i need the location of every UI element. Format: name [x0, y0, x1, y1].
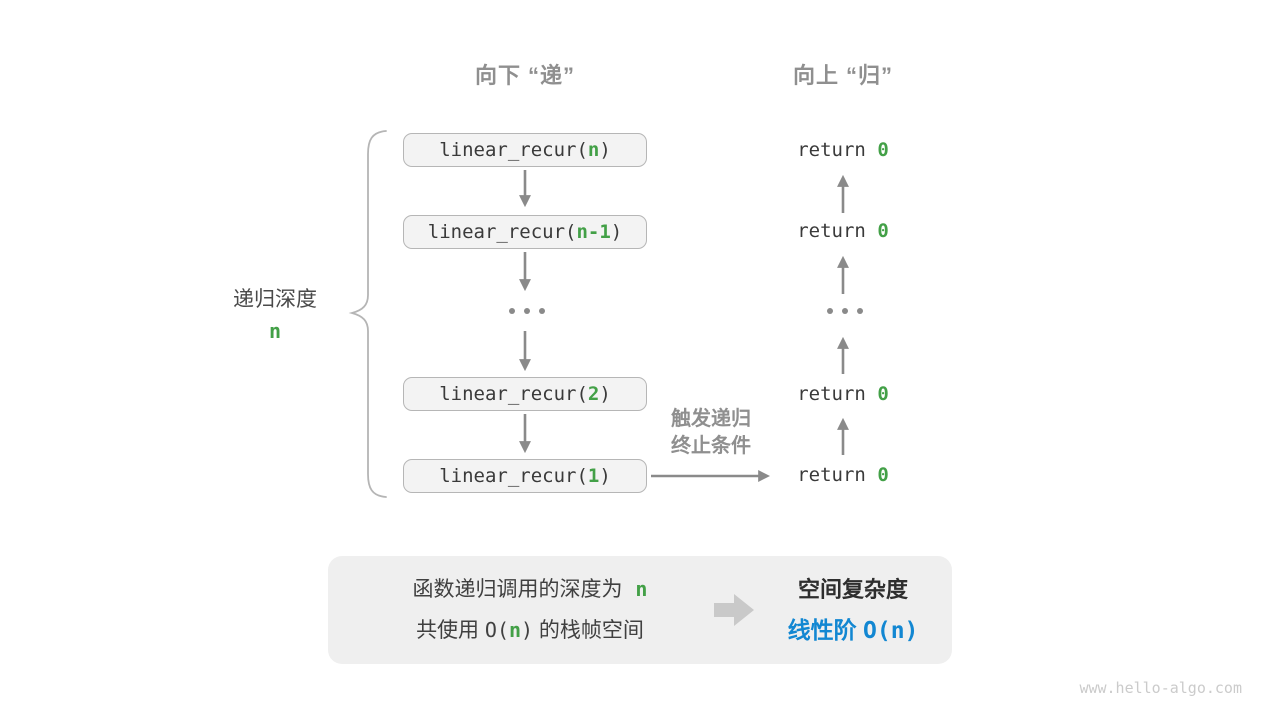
call-box-text: ) — [599, 383, 611, 405]
summary-space-pre: 共使用 — [416, 619, 485, 642]
call-box-n-1: linear_recur(n-1) — [403, 215, 647, 249]
ellipsis-call-column — [509, 308, 545, 314]
call-box-text: linear_recur( — [439, 465, 588, 487]
call-box-1: linear_recur(1) — [403, 459, 647, 493]
depth-brace — [348, 130, 387, 498]
return-statement: return 0 — [743, 139, 943, 161]
summary-space-post: 的栈帧空间 — [533, 619, 644, 642]
big-o-arg: n — [509, 618, 522, 642]
complexity-order-value: O(n) — [863, 617, 919, 644]
header-descend-phase: 向下 “递” — [474, 63, 576, 88]
call-box-arg: 1 — [587, 465, 600, 487]
summary-explanation: 函数递归调用的深度为 n 共使用 O(n) 的栈帧空间 — [350, 569, 710, 651]
return-statement: return 0 — [743, 220, 943, 242]
summary-conclusion: 空间复杂度 线性阶 O(n) — [754, 570, 952, 651]
return-value: 0 — [877, 220, 889, 242]
call-box-text: linear_recur( — [427, 221, 577, 243]
header-ascend-phase: 向上 “归” — [792, 63, 894, 88]
call-box-text: ) — [610, 221, 623, 243]
return-statement: return 0 — [743, 464, 943, 486]
summary-space-line: 共使用 O(n) 的栈帧空间 — [350, 610, 710, 651]
return-keyword: return — [797, 139, 878, 161]
recursion-depth-value: n — [205, 319, 345, 344]
call-box-arg: n-1 — [576, 221, 611, 243]
complexity-order-label: 线性阶 — [787, 616, 863, 643]
ellipsis-return-column — [827, 308, 863, 314]
return-value: 0 — [877, 139, 889, 161]
summary-depth-line: 函数递归调用的深度为 n — [350, 569, 710, 610]
return-keyword: return — [797, 464, 878, 486]
return-statement: return 0 — [743, 383, 943, 405]
call-box-n: linear_recur(n) — [403, 133, 647, 167]
depth-n-value: n — [268, 319, 282, 343]
big-o-close: ) — [521, 618, 534, 642]
call-box-2: linear_recur(2) — [403, 377, 647, 411]
call-box-text: ) — [599, 139, 611, 161]
return-value: 0 — [877, 383, 889, 405]
space-complexity-title: 空间复杂度 — [797, 576, 908, 602]
complexity-summary-panel: 函数递归调用的深度为 n 共使用 O(n) 的栈帧空间 空间复杂度 线性阶 O(… — [328, 556, 952, 664]
recursion-depth-label: 递归深度 — [233, 288, 317, 311]
return-value: 0 — [877, 464, 889, 486]
space-complexity-result: 线性阶 O(n) — [754, 610, 952, 651]
big-o-open: O( — [484, 618, 509, 642]
call-box-arg: n — [587, 139, 600, 161]
base-case-note-line2: 终止条件 — [671, 435, 751, 457]
call-box-text: linear_recur( — [439, 383, 588, 405]
site-watermark: www.hello-algo.com — [1079, 679, 1242, 697]
call-box-arg: 2 — [587, 383, 600, 405]
summary-depth-value: n — [635, 577, 648, 601]
base-case-note-line1: 触发递归 — [671, 408, 751, 430]
call-box-text: linear_recur( — [439, 139, 588, 161]
summary-depth-text: 函数递归调用的深度为 — [412, 578, 623, 601]
return-keyword: return — [797, 383, 878, 405]
call-box-text: ) — [599, 465, 611, 487]
return-keyword: return — [797, 220, 878, 242]
implies-arrow-icon — [714, 594, 754, 626]
base-case-note: 触发递归 终止条件 — [645, 406, 777, 460]
